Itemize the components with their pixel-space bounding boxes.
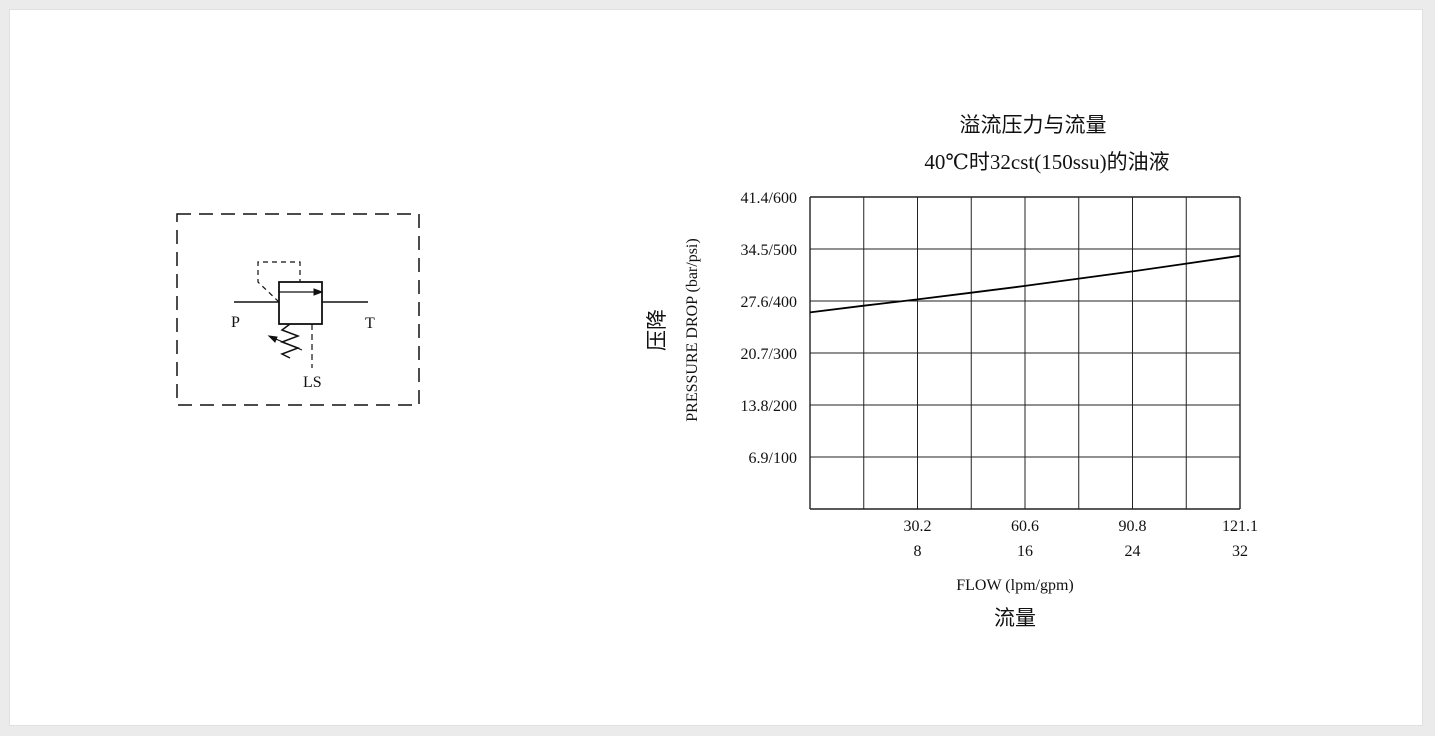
x-tick-label: 30.2 (904, 518, 932, 535)
chart-title: 溢流压力与流量 (960, 113, 1107, 137)
x-tick-label: 32 (1232, 543, 1248, 560)
y-tick-label: 6.9/100 (749, 450, 797, 467)
port-p-label: P (231, 314, 240, 331)
pressure-flow-chart: 溢流压力与流量 40℃时32cst(150ssu)的油液 6.9/100 13.8… (645, 113, 1258, 630)
y-tick-label: 41.4/600 (741, 190, 797, 207)
relief-valve-symbol (176, 213, 420, 406)
y-tick-label: 13.8/200 (741, 398, 797, 415)
y-tick-label: 20.7/300 (741, 346, 797, 363)
dashed-enclosure (176, 213, 420, 406)
x-tick-labels: 30.2 8 60.6 16 90.8 24 121.1 32 (904, 518, 1259, 560)
y-tick-label: 27.6/400 (741, 294, 797, 311)
pilot-line (257, 261, 301, 303)
y-axis-label-cn: 压降 (645, 309, 669, 351)
chart-grid (809, 196, 1241, 510)
flow-arrow-icon (313, 288, 324, 296)
x-tick-label: 90.8 (1119, 518, 1147, 535)
x-axis-label: FLOW (lpm/gpm) (956, 577, 1073, 594)
y-tick-label: 34.5/500 (741, 242, 797, 259)
valve-body (278, 281, 323, 325)
x-tick-label: 121.1 (1222, 518, 1258, 535)
chart-series (809, 254, 1241, 314)
adjust-arrow-icon (267, 335, 278, 343)
x-axis-label-cn: 流量 (994, 606, 1036, 630)
spring-icon (279, 323, 301, 359)
series-line (809, 254, 1241, 314)
x-tick-label: 16 (1017, 543, 1033, 560)
x-tick-label: 60.6 (1011, 518, 1039, 535)
port-t-label: T (365, 315, 375, 332)
port-ls-label: LS (303, 374, 322, 391)
x-tick-label: 24 (1125, 543, 1141, 560)
x-tick-label: 8 (914, 543, 922, 560)
y-axis-label: PRESSURE DROP (bar/psi) (684, 238, 701, 421)
chart-subtitle: 40℃时32cst(150ssu)的油液 (924, 150, 1169, 174)
page-frame (9, 9, 1423, 726)
y-tick-labels: 6.9/100 13.8/200 20.7/300 27.6/400 34.5/500 4… (741, 190, 797, 467)
